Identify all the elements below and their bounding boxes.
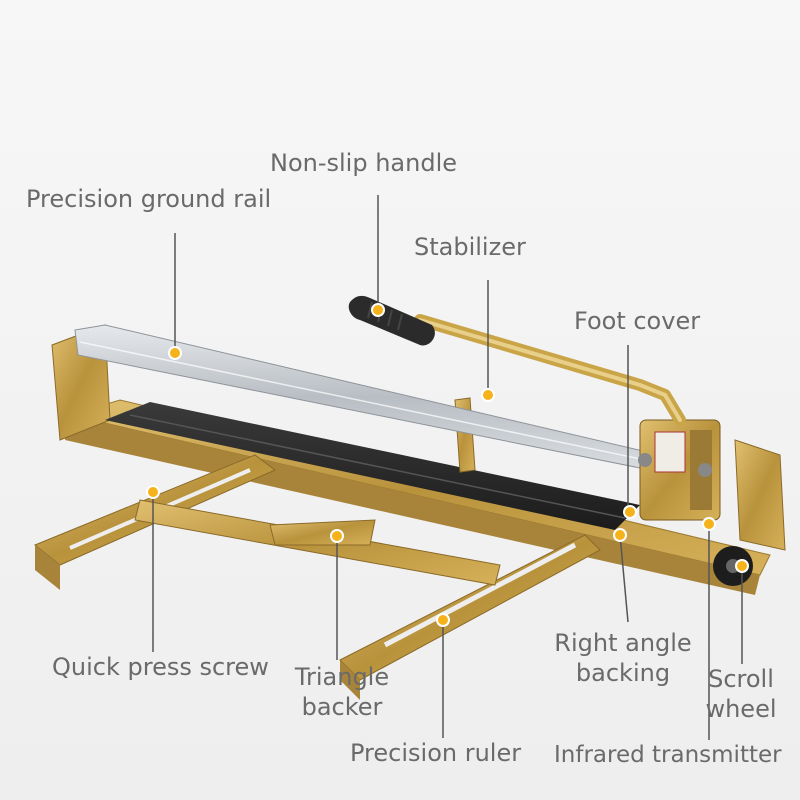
label-quick-press-screw: Quick press screw <box>52 653 269 681</box>
label-infrared-transmitter: Infrared transmitter <box>554 742 782 768</box>
label-triangle-backer-line1: Triangle <box>294 663 390 691</box>
label-foot-cover: Foot cover <box>574 307 701 335</box>
callout-dot-stabilizer <box>481 388 495 402</box>
callout-dot-right-angle <box>613 528 627 542</box>
label-scroll-wheel-line1: Scroll <box>708 665 774 693</box>
callout-lines <box>152 195 743 740</box>
callout-dot-ruler <box>436 613 450 627</box>
extension-arm-right <box>339 534 601 700</box>
label-precision-ground-rail: Precision ground rail <box>26 185 272 213</box>
label-scroll-wheel-line2: wheel <box>705 695 777 723</box>
callout-dot-foot-cover <box>623 505 637 519</box>
callout-dot-quick-press <box>146 485 160 499</box>
callout-dot-wheel <box>735 559 749 573</box>
cross-bar <box>134 499 501 586</box>
callout-dot-triangle <box>330 529 344 543</box>
label-right-angle-backing-line1: Right angle <box>554 629 692 657</box>
callout-dot-rail <box>168 346 182 360</box>
cutter-head <box>638 419 721 521</box>
handle-assembly <box>348 295 686 426</box>
label-precision-ruler: Precision ruler <box>350 739 522 767</box>
label-right-angle-backing-line2: backing <box>575 659 671 687</box>
callout-dot-infrared <box>702 517 716 531</box>
label-triangle-backer: Triangle backer <box>288 662 396 722</box>
cutting-bed <box>105 402 640 530</box>
label-right-angle-backing: Right angle backing <box>548 628 698 688</box>
label-non-slip-handle: Non-slip handle <box>270 149 458 177</box>
label-scroll-wheel: Scroll wheel <box>700 664 782 724</box>
callout-dot-handle <box>371 303 385 317</box>
label-triangle-backer-line2: backer <box>301 693 383 721</box>
label-stabilizer: Stabilizer <box>414 233 526 261</box>
